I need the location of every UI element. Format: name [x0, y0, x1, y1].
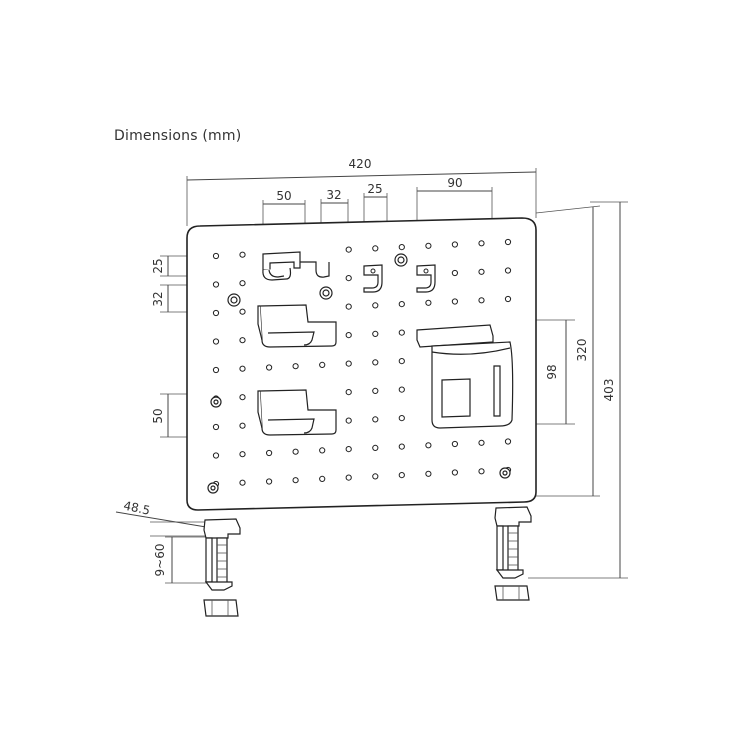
peg-hole — [504, 267, 512, 274]
peg-hole — [212, 252, 220, 260]
peg-hole — [212, 338, 220, 345]
peg-hole — [478, 439, 485, 446]
peg-hole — [398, 386, 405, 393]
peg-hole — [292, 448, 299, 455]
peg-hole — [451, 298, 458, 305]
peg-hole — [478, 468, 485, 475]
peg-hole — [372, 416, 379, 423]
peg-hole — [451, 469, 458, 476]
dim-clamp-depth: 48.5 — [122, 498, 151, 517]
peg-hole — [425, 299, 432, 306]
peg-hole — [345, 474, 352, 481]
peg-hole — [239, 337, 246, 344]
peg-hole — [425, 242, 432, 249]
peg-hole — [372, 245, 379, 252]
peg-hole — [266, 449, 273, 457]
peg-hole — [212, 281, 220, 288]
peg-hole — [345, 332, 352, 339]
peg-hole — [319, 475, 326, 482]
right-clamp — [494, 506, 532, 601]
peg-hole — [372, 359, 379, 366]
peg-hole — [239, 251, 246, 258]
upper-tray — [257, 304, 337, 348]
dim-clamp-range: 9~60 — [153, 544, 167, 577]
peg-hole — [212, 452, 220, 459]
dimension-labels: 420 50 32 25 90 25 32 50 98 320 403 48.5… — [122, 157, 616, 576]
peg-hole — [372, 387, 379, 394]
peg-hole — [451, 440, 458, 448]
peg-hole — [345, 446, 352, 453]
peg-hole — [239, 280, 246, 287]
peg-hole — [319, 361, 326, 368]
peg-hole — [345, 303, 352, 310]
dim-peg-spacing: 32 — [326, 188, 341, 202]
dim-cup-width: 90 — [447, 176, 462, 190]
peg-hole — [478, 297, 485, 304]
peg-hole — [398, 301, 405, 308]
peg-hole — [345, 275, 352, 282]
peg-hole — [372, 444, 379, 451]
peg-hole — [292, 477, 299, 484]
peg-hole — [504, 438, 512, 445]
peg-hole — [504, 238, 512, 246]
dim-hook-left-width: 50 — [276, 189, 291, 203]
peg-hole — [345, 389, 352, 396]
peg-hole — [345, 417, 352, 424]
dim-cup-height: 98 — [545, 364, 559, 379]
lower-tray — [257, 389, 337, 436]
pegboard-panel — [186, 217, 537, 511]
peg-hole — [398, 358, 405, 365]
peg-hole — [345, 246, 352, 253]
peg-hole — [212, 366, 220, 374]
peg-hole — [504, 295, 512, 303]
dim-hook-small-width: 25 — [367, 182, 382, 196]
peg-hole — [239, 365, 246, 372]
peg-hole — [398, 329, 405, 336]
diagram-title: Dimensions (mm) — [114, 128, 242, 144]
peg-hole — [239, 394, 246, 401]
dim-row-spacing: 32 — [151, 291, 165, 306]
peg-hole — [398, 443, 405, 450]
peg-hole — [319, 447, 326, 454]
peg-hole — [451, 241, 458, 248]
dim-board-height: 320 — [575, 339, 589, 362]
small-hooks — [363, 264, 436, 293]
peg-hole — [372, 330, 379, 337]
peg-hole — [425, 470, 432, 477]
peg-hole — [451, 269, 458, 277]
peg-hole — [239, 422, 246, 429]
dim-overall-width: 420 — [349, 157, 372, 171]
pegs — [227, 253, 408, 307]
peg-hole — [372, 473, 379, 480]
peg-hole — [372, 302, 379, 309]
peg-hole — [478, 240, 485, 247]
peg-hole — [345, 360, 352, 367]
peg-hole — [425, 442, 432, 449]
peg-hole — [266, 478, 273, 485]
dim-total-height: 403 — [602, 379, 616, 402]
peg-hole — [398, 415, 405, 422]
double-hook-holder — [262, 251, 330, 281]
dim-shelf-height: 50 — [151, 408, 165, 423]
dim-hook-height: 25 — [151, 258, 165, 273]
cup-holder — [416, 324, 514, 429]
peg-hole — [478, 268, 485, 275]
peg-hole — [212, 309, 220, 317]
peg-hole — [239, 451, 246, 458]
peg-hole — [292, 363, 299, 370]
screws — [207, 396, 511, 494]
peg-hole — [266, 364, 273, 371]
peg-hole — [398, 244, 405, 251]
peg-hole — [212, 423, 220, 431]
peg-hole — [398, 472, 405, 479]
peg-hole — [239, 479, 246, 486]
peg-hole — [239, 308, 246, 315]
left-clamp — [203, 518, 241, 617]
